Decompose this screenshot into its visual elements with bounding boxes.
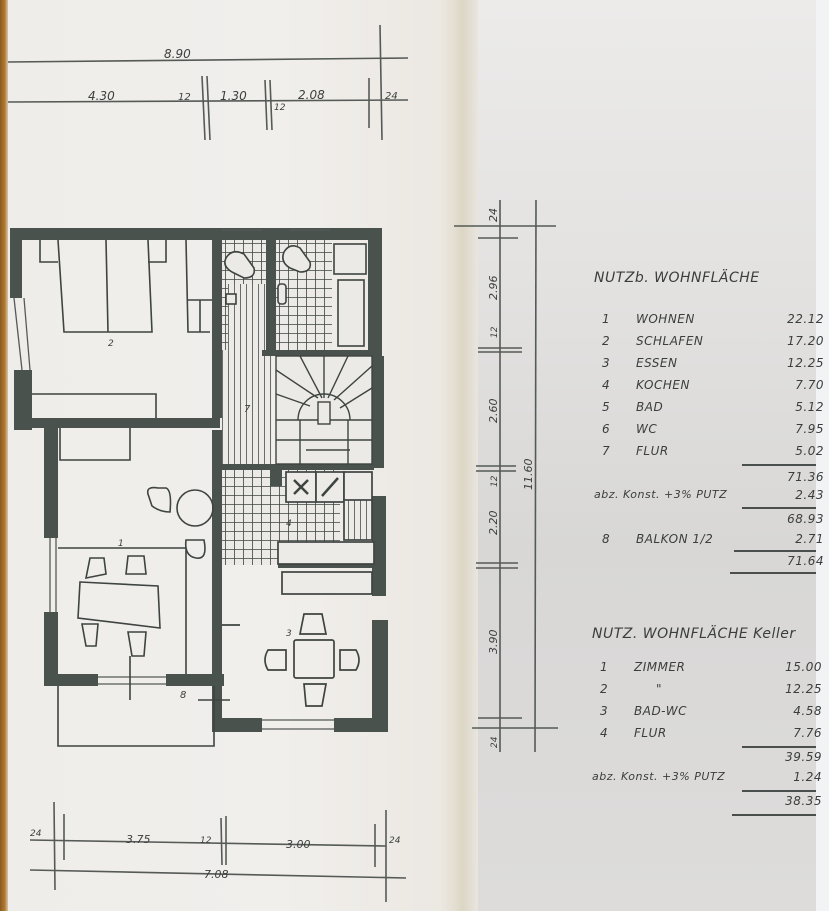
bathroom-fixtures xyxy=(224,243,367,347)
dim-bottom-seg-4: 3.00 xyxy=(286,838,311,851)
table-row: 7 FLUR 5.02 xyxy=(602,444,824,458)
room-3-label: 3 xyxy=(286,629,292,639)
dim-bottom-seg-1: 24 xyxy=(30,829,42,839)
staircase xyxy=(275,355,373,465)
total-row: 71.64 xyxy=(787,554,824,568)
dim-top-seg-2: 12 xyxy=(178,92,191,103)
dim-side-seg-1: 24 xyxy=(487,208,500,222)
living-furniture xyxy=(57,428,230,747)
dim-top-seg-6: 24 xyxy=(385,91,398,102)
dim-side-seg-8: 24 xyxy=(490,736,500,748)
wooden-table-edge xyxy=(0,0,8,911)
table-row: 3 ESSEN 12.25 xyxy=(602,356,824,370)
deduction-row: abz. Konst. +3% PUTZ 2.43 xyxy=(594,488,824,502)
dim-side-seg-6: 2.20 xyxy=(487,511,500,536)
sum-line xyxy=(734,550,816,552)
stove-icon xyxy=(293,477,339,497)
paper-fold xyxy=(440,0,480,911)
sum-line xyxy=(742,464,816,466)
dim-top-total: 8.90 xyxy=(164,47,191,61)
dim-top-seg-4: 12 xyxy=(274,103,286,113)
sum-line xyxy=(742,507,816,509)
balcony-label: 8 xyxy=(180,690,186,701)
dim-top-seg-3: 1.30 xyxy=(220,89,247,103)
dim-side-seg-5: 12 xyxy=(490,475,500,487)
dining-table xyxy=(222,571,373,707)
table-row: 4 KOCHEN 7.70 xyxy=(602,378,824,392)
dim-side-seg-2: 2.96 xyxy=(487,276,500,301)
walls xyxy=(10,228,388,732)
table-row: 1 ZIMMER 15.00 xyxy=(600,660,822,674)
background-edge xyxy=(816,0,829,911)
living-area-table: NUTZb. WOHNFLÄCHE 1 WOHNEN 22.12 2 SCHLA… xyxy=(594,270,824,590)
dim-top-seg-5: 2.08 xyxy=(298,88,325,102)
sum-line xyxy=(742,790,816,792)
bottom-dimension-lines xyxy=(29,801,407,902)
table-row: 4 FLUR 7.76 xyxy=(600,726,822,740)
room-4-label: 4 xyxy=(286,519,292,529)
total-line xyxy=(732,814,816,816)
table-row: 5 BAD 5.12 xyxy=(602,400,824,414)
side-dimension-lines xyxy=(454,199,558,753)
subtotal-row: 71.36 xyxy=(787,470,824,484)
wardrobe xyxy=(32,239,212,418)
dim-top-seg-1: 4.30 xyxy=(88,89,115,103)
subtotal-row: 39.59 xyxy=(785,750,822,764)
dim-side-seg-7: 3.90 xyxy=(487,630,500,655)
total-row: 38.35 xyxy=(785,794,822,808)
basement-area-table: NUTZ. WOHNFLÄCHE Keller 1 ZIMMER 15.00 2… xyxy=(592,626,822,826)
dim-bottom-seg-5: 24 xyxy=(389,836,401,846)
table-row: 2 SCHLAFEN 17.20 xyxy=(602,334,824,348)
table-row: 6 WC 7.95 xyxy=(602,422,824,436)
room-2-label: 2 xyxy=(108,339,114,349)
total-line xyxy=(730,572,816,574)
deduction-row: abz. Konst. +3% PUTZ 1.24 xyxy=(592,770,822,784)
bed xyxy=(39,239,167,333)
room-1-label: 1 xyxy=(118,539,124,549)
paper-sheet-right xyxy=(478,0,816,911)
room-7-label: 7 xyxy=(244,404,251,415)
dim-bottom-seg-2: 3.75 xyxy=(126,833,151,846)
living-area-title: NUTZb. WOHNFLÄCHE xyxy=(594,270,760,286)
table-row: 3 BAD-WC 4.58 xyxy=(600,704,822,718)
dim-side-total: 11.60 xyxy=(522,459,535,491)
hallway-floor xyxy=(220,350,272,468)
balcony-row: 8 BALKON 1/2 2.71 xyxy=(602,532,824,546)
basement-area-title: NUTZ. WOHNFLÄCHE Keller xyxy=(592,626,796,642)
dim-bottom-total: 7.08 xyxy=(204,868,229,881)
sum-line xyxy=(742,746,816,748)
dim-side-seg-4: 2.60 xyxy=(487,399,500,424)
dim-side-seg-3: 12 xyxy=(490,326,500,338)
table-row: 1 WOHNEN 22.12 xyxy=(602,312,824,326)
table-row: 2 " 12.25 xyxy=(600,682,822,696)
dim-bottom-seg-3: 12 xyxy=(200,836,212,846)
floor-plan: 2 1 8 3 xyxy=(10,228,388,747)
net-row: 68.93 xyxy=(787,512,824,526)
top-dimension-lines xyxy=(7,24,409,141)
